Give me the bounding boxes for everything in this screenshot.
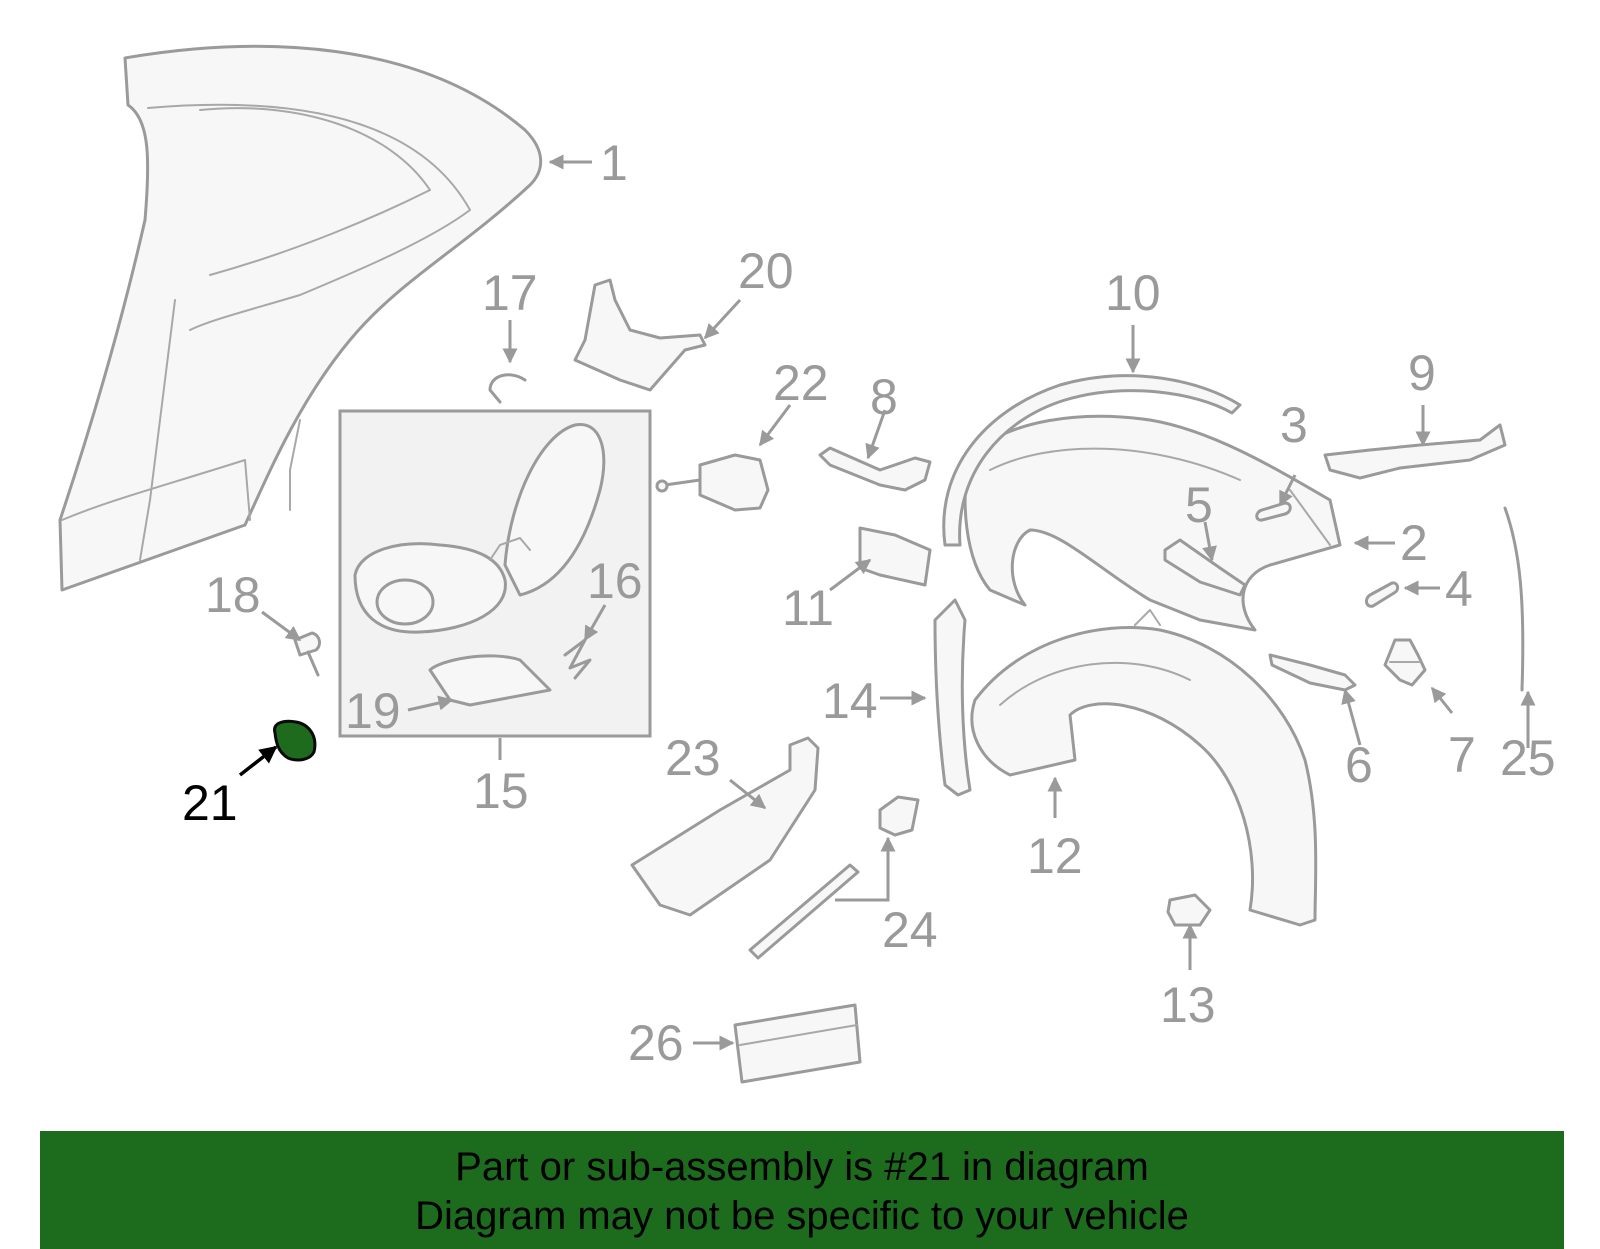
part-13-clip xyxy=(1166,893,1212,927)
part-14-seal-strip xyxy=(933,598,972,797)
callout-23: 23 xyxy=(665,730,721,786)
part-16-spring xyxy=(563,638,592,680)
callout-11: 11 xyxy=(782,580,834,636)
callout-12: 12 xyxy=(1027,828,1083,884)
callout-5: 5 xyxy=(1185,477,1213,533)
part-17-clip xyxy=(488,373,527,404)
callout-25: 25 xyxy=(1500,730,1556,786)
banner-line-2: Diagram may not be specific to your vehi… xyxy=(415,1194,1189,1238)
part-25-hose xyxy=(1503,506,1525,692)
part-10-arch-molding xyxy=(942,374,1242,547)
part-4-bracket xyxy=(1364,581,1400,608)
banner-line-1: Part or sub-assembly is #21 in diagram xyxy=(455,1145,1149,1189)
callout-18: 18 xyxy=(205,567,261,623)
part-24-strut xyxy=(748,795,920,960)
callout-26: 26 xyxy=(628,1015,684,1071)
part-5-bracket xyxy=(1163,538,1247,597)
part-2-wheelhouse-outer xyxy=(963,414,1342,632)
callout-labels: 1 2 3 4 5 6 7 8 9 10 11 12 13 14 15 16 1… xyxy=(182,135,1556,1071)
callout-17: 17 xyxy=(482,265,538,321)
callout-19: 19 xyxy=(345,683,401,739)
callout-22: 22 xyxy=(773,355,829,411)
part-23-panel-support xyxy=(630,736,820,917)
callout-9: 9 xyxy=(1408,345,1436,401)
part-26-trim xyxy=(733,1003,862,1084)
callout-4: 4 xyxy=(1445,561,1473,617)
callout-7: 7 xyxy=(1448,727,1476,783)
callout-20: 20 xyxy=(738,243,794,299)
info-banner: Part or sub-assembly is #21 in diagram D… xyxy=(40,1131,1564,1249)
part-19-filler-pocket xyxy=(428,654,552,707)
callout-21-highlighted[interactable]: 21 xyxy=(182,775,238,831)
callout-6: 6 xyxy=(1345,737,1373,793)
callout-2: 2 xyxy=(1400,515,1428,571)
callout-1: 1 xyxy=(600,135,628,191)
part-22-actuator xyxy=(655,453,770,512)
callout-8: 8 xyxy=(870,369,898,425)
part-9-brace xyxy=(1323,423,1507,480)
leader-lines xyxy=(238,154,1536,1051)
callout-15: 15 xyxy=(473,763,529,819)
part-11-cover-plate xyxy=(858,526,932,587)
callout-13: 13 xyxy=(1160,977,1216,1033)
part-7-fastener xyxy=(1383,638,1427,687)
part-12-wheelhouse-liner xyxy=(970,609,1318,927)
part-6-bracket xyxy=(1268,653,1357,692)
callout-16: 16 xyxy=(587,553,643,609)
part-8-hinge-bracket xyxy=(818,446,932,492)
part-20-bracket xyxy=(573,278,707,392)
callout-24: 24 xyxy=(882,902,938,958)
part-1-quarter-panel xyxy=(58,44,543,592)
callout-3: 3 xyxy=(1280,397,1308,453)
part-21-highlighted[interactable] xyxy=(273,719,317,762)
callout-14: 14 xyxy=(822,673,878,729)
callout-10: 10 xyxy=(1105,265,1161,321)
